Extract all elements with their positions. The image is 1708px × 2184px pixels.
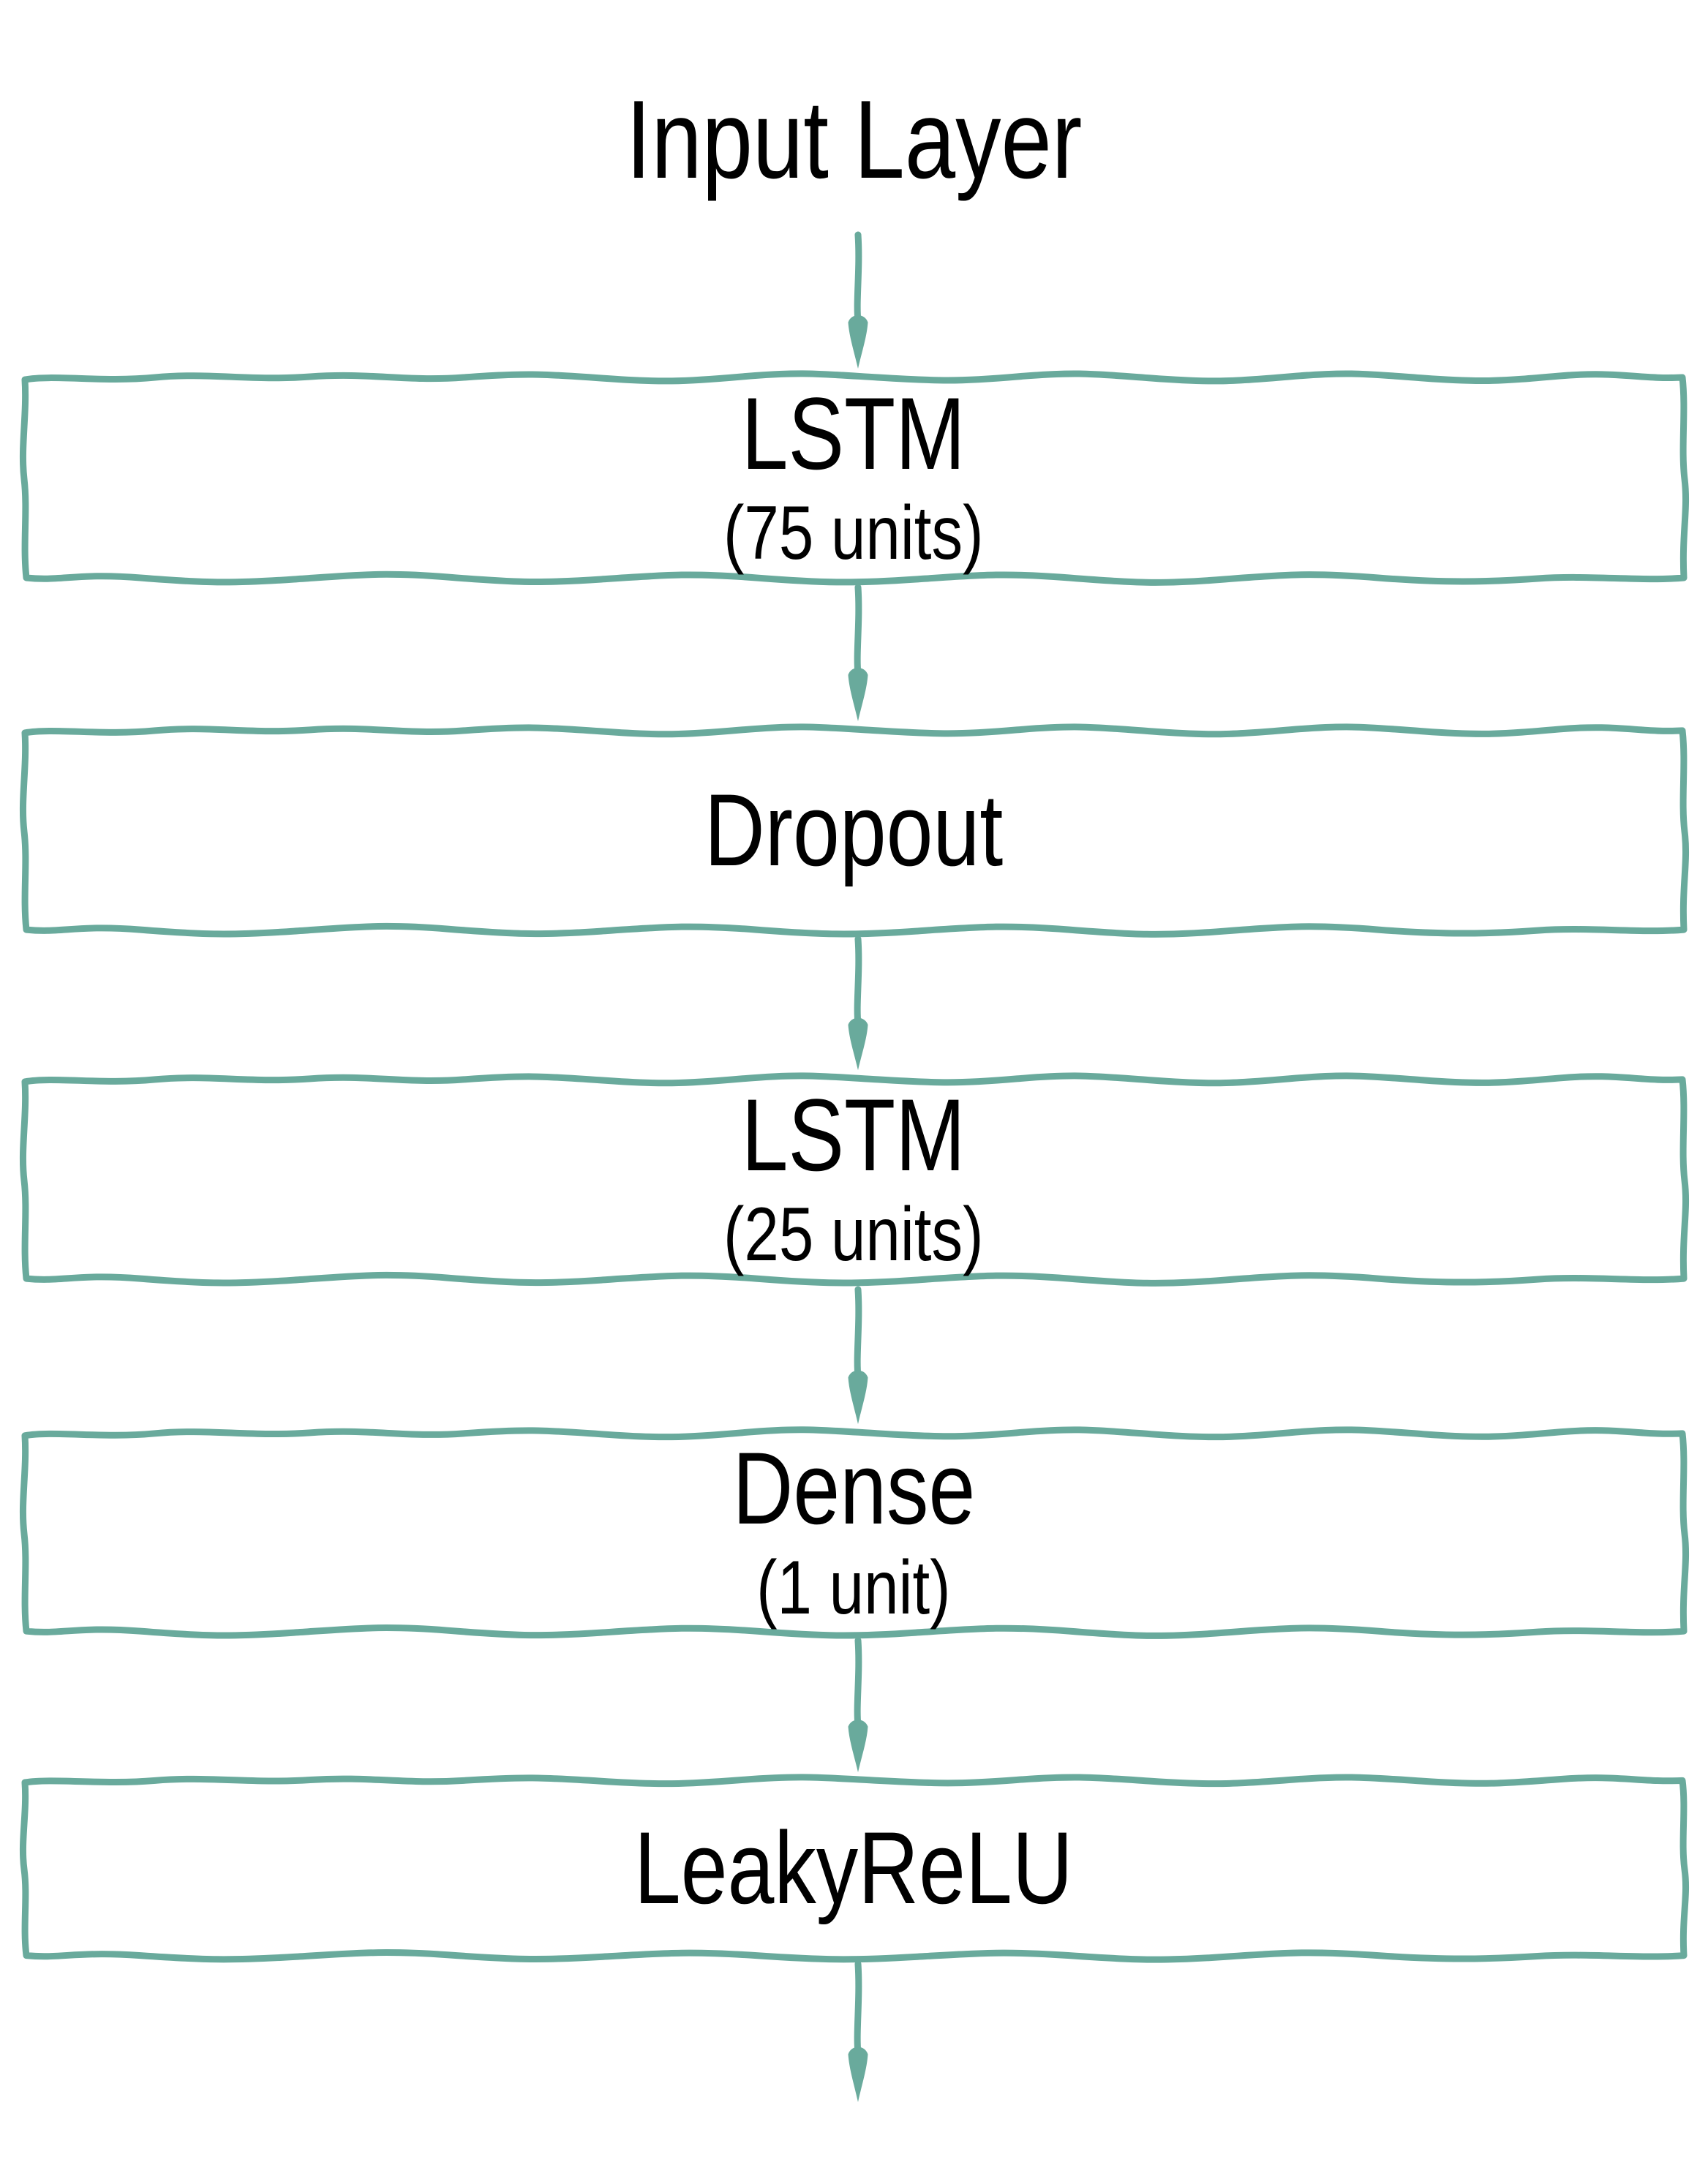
layer-box-leakyrelu: LeakyReLU bbox=[16, 1772, 1691, 1964]
layer-label: LSTM bbox=[741, 1077, 966, 1192]
layer-label: LeakyReLU bbox=[634, 1810, 1073, 1925]
layer-label: Dropout bbox=[704, 772, 1004, 887]
arrow-down-icon bbox=[842, 585, 874, 723]
layer-box-dense: Dense (1 unit) bbox=[16, 1424, 1691, 1641]
arrow-down-icon bbox=[842, 1638, 874, 1774]
arrow-down-icon bbox=[842, 1287, 874, 1426]
layer-box-lstm-1: LSTM (75 units) bbox=[16, 368, 1691, 587]
layer-label: Dense bbox=[732, 1431, 975, 1545]
layer-box-dropout: Dropout bbox=[16, 721, 1691, 939]
layer-sublabel: (75 units) bbox=[723, 490, 984, 576]
arrow-down-icon bbox=[842, 233, 874, 370]
layer-sublabel: (1 unit) bbox=[756, 1545, 951, 1630]
layer-box-lstm-2: LSTM (25 units) bbox=[16, 1070, 1691, 1288]
layer-sublabel: (25 units) bbox=[723, 1191, 984, 1277]
diagram-title: Input Layer bbox=[625, 78, 1083, 202]
arrow-down-icon output-arrow bbox=[842, 1962, 874, 2104]
layer-label: LSTM bbox=[741, 376, 966, 491]
arrow-down-icon bbox=[842, 937, 874, 1072]
